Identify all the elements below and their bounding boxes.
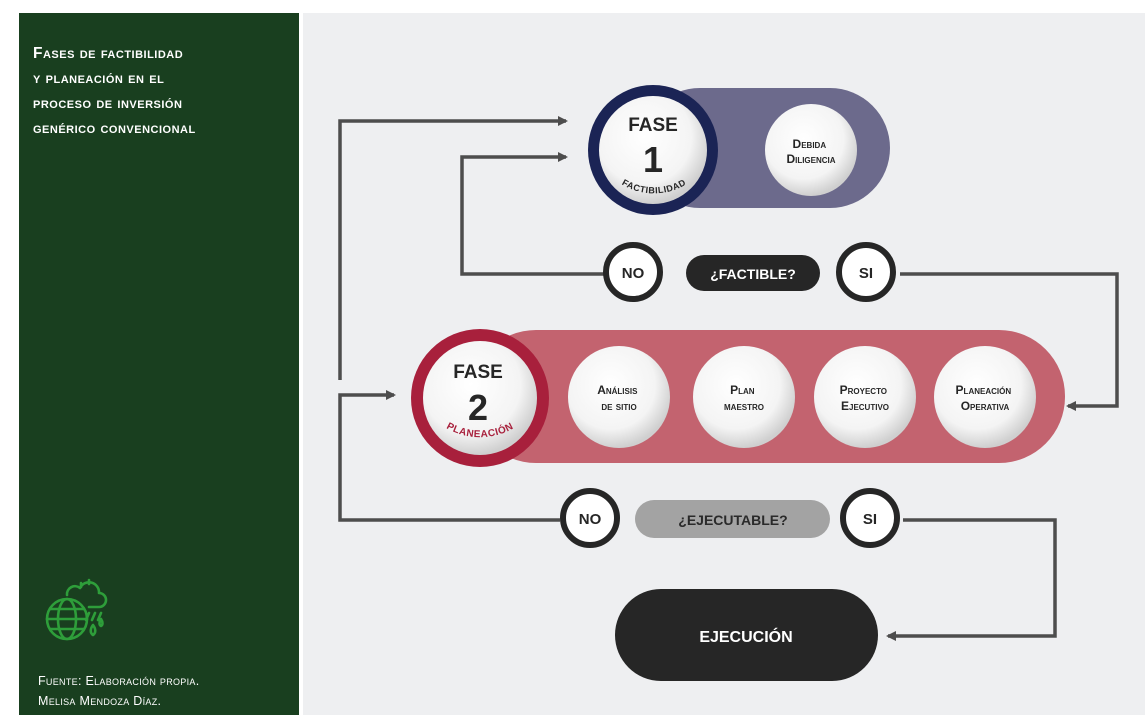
step-debida-diligencia [765, 104, 857, 196]
phase2-label: FASE [453, 362, 503, 383]
phase2-steps: Análisis de sitio Plan maestro Proyecto … [568, 346, 1036, 448]
title-line-2: y planeación en el [33, 70, 165, 87]
step-proyecto-ejecutivo [814, 346, 916, 448]
source-note: Fuente: Elaboración propia. Melisa Mendo… [38, 671, 200, 711]
no-factible-label: NO [622, 265, 645, 282]
si-ejecutable-circle [840, 488, 900, 548]
title-line-3: proceso de inversión [33, 95, 183, 112]
phase1-number: 1 [643, 139, 663, 180]
step-planeacion-line2: Operativa [961, 399, 1010, 413]
connectors [338, 116, 1119, 641]
phase1-label: FASE [628, 115, 678, 136]
source-line-2: Melisa Mendoza Díaz. [38, 694, 162, 708]
question-ejecutable: ¿EJECUTABLE? [678, 512, 787, 528]
step-plan-line1: Plan [730, 383, 755, 397]
step-analisis-de-sitio [568, 346, 670, 448]
step-plan-maestro [693, 346, 795, 448]
step-debida-line1: Debida [793, 137, 827, 151]
loop-no-factible [460, 152, 607, 276]
no-ejecutable-label: NO [579, 511, 602, 528]
si-factible-label: SI [859, 265, 873, 282]
no-ejecutable-circle [560, 488, 620, 548]
step-analisis-line2: de sitio [601, 399, 636, 413]
question-ejecutable-pill [635, 500, 830, 538]
step-planeacion-line1: Planeación [956, 383, 1012, 397]
si-ejecutable-to-execution [886, 518, 1057, 641]
svg-text:Análisis de sitio: Análisis de sitio [597, 383, 641, 413]
loop-back-to-phase1-outer [338, 116, 568, 380]
svg-text:Plan maestro: Plan maestro [724, 383, 764, 413]
question-factible-pill [686, 255, 820, 291]
step-proyecto-line1: Proyecto [840, 383, 887, 397]
title-line-1: Fases de factibilidad [33, 45, 184, 62]
no-factible-circle [603, 242, 663, 302]
diagram-title: Fases de factibilidad y planeación en el… [33, 41, 295, 141]
si-factible-to-phase2 [900, 272, 1119, 411]
svg-text:Debida Diligencia: Debida Diligencia [786, 137, 835, 166]
execution-label: EJECUCIÓN [699, 627, 792, 646]
svg-text:Proyecto Ejecutivo: Proyecto Ejecutivo [840, 383, 891, 413]
title-line-4: genérico convencional [33, 120, 196, 137]
si-ejecutable-label: SI [863, 511, 877, 528]
step-planeacion-operativa [934, 346, 1036, 448]
svg-text:Planeación Operativa: Planeación Operativa [956, 383, 1015, 413]
execution-pill [615, 589, 878, 681]
source-line-1: Fuente: Elaboración propia. [38, 674, 200, 688]
step-debida-line2: Diligencia [786, 152, 835, 166]
step-plan-line2: maestro [724, 399, 764, 413]
question-factible: ¿FACTIBLE? [710, 266, 796, 282]
globe-cloud-icon [45, 578, 108, 641]
step-proyecto-line2: Ejecutivo [841, 399, 889, 413]
step-analisis-line1: Análisis [597, 383, 638, 397]
sidebar: Fases de factibilidad y planeación en el… [19, 13, 299, 715]
si-factible-circle [836, 242, 896, 302]
phase2-number: 2 [468, 387, 488, 428]
loop-no-ejecutable [338, 390, 560, 522]
